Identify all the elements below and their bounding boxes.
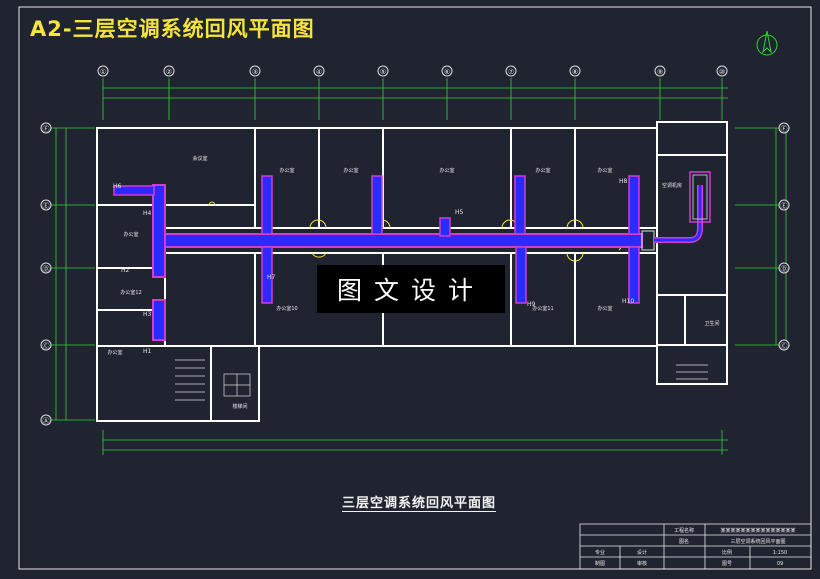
axis-top-9: ⑨ [657, 68, 663, 76]
axis-right-e: Ⓔ [781, 202, 788, 210]
tag-h7: H7 [267, 274, 276, 281]
room-label-office-10: 办公室10 [276, 305, 297, 312]
axis-left-f: Ⓕ [43, 125, 50, 133]
room-labels: 会议室 办公室 办公室 办公室 办公室 办公室 办公室 办公室12 办公室10 … [107, 155, 719, 410]
title-block-text: 工程名称 某某某某某某某某某某某某某某某 图名 三层空调系统回风平面图 专业 设… [595, 527, 796, 567]
tb-project-label: 工程名称 [674, 527, 694, 534]
tb-cell-scale: 比例 [722, 549, 732, 556]
axis-top-1: ① [100, 68, 106, 76]
room-label-office-e: 办公室 [597, 167, 612, 174]
tb-drawing-value: 三层空调系统回风平面图 [730, 538, 785, 545]
north-arrow-icon [756, 30, 778, 56]
watermark: 图文设计 [317, 265, 505, 313]
axis-left-e: Ⓔ [43, 202, 50, 210]
tag-h4: H4 [143, 210, 152, 217]
title-block [579, 523, 812, 570]
dimension-lines [46, 78, 790, 455]
tag-h5: H5 [455, 209, 464, 216]
tb-cell-major: 专业 [595, 549, 605, 556]
room-label-shaft: 空调机房 [662, 182, 682, 189]
tb-cell-review: 审核 [637, 560, 647, 567]
tb-cell-scale-value: 1:150 [773, 550, 787, 556]
axis-bubbles-right: Ⓕ Ⓔ Ⓓ Ⓒ [778, 122, 790, 351]
tag-h8: H8 [619, 178, 628, 185]
return-air-ducts [113, 171, 711, 341]
tag-h3: H3 [143, 311, 152, 318]
room-label-office-12: 办公室12 [120, 289, 141, 296]
room-label-office-h: 办公室 [107, 349, 122, 356]
axis-top-7: ⑦ [508, 68, 514, 76]
axis-top-6: ⑥ [444, 68, 450, 76]
tag-h10: H10 [622, 298, 634, 305]
axis-left-d: Ⓓ [43, 265, 50, 273]
axis-left-a: Ⓐ [43, 417, 50, 425]
axis-top-10: ⑩ [719, 68, 725, 76]
tb-project-value: 某某某某某某某某某某某某某某某 [720, 528, 795, 534]
room-label-stair: 楼梯间 [232, 403, 247, 410]
room-label-toilet: 卫生间 [704, 320, 719, 327]
axis-top-5: ⑤ [380, 68, 386, 76]
drawing-frame [18, 6, 812, 570]
axis-top-2: ② [166, 68, 172, 76]
tb-cell-no-value: 09 [777, 561, 783, 567]
sheet-title: A2-三层空调系统回风平面图 [30, 17, 315, 41]
tag-h9: H9 [527, 301, 536, 308]
room-label-office-d: 办公室 [535, 167, 550, 174]
room-label-office-11: 办公室11 [532, 305, 553, 312]
room-label-office-c: 办公室 [439, 167, 454, 174]
room-label-office-b: 办公室 [343, 167, 358, 174]
axis-left-c: Ⓒ [43, 342, 50, 350]
tb-drawing-label: 图名 [679, 538, 689, 545]
stair-symbol [175, 359, 708, 401]
tag-h6: H6 [113, 183, 122, 190]
axis-top-3: ③ [252, 68, 258, 76]
room-label-office-f: 办公室 [123, 231, 138, 238]
axis-right-f: Ⓕ [781, 125, 788, 133]
axis-right-d: Ⓓ [781, 265, 788, 273]
room-label-meeting: 会议室 [192, 155, 207, 162]
tb-cell-design: 设计 [637, 549, 647, 556]
axis-bubbles-top: ① ② ③ ④ ⑤ ⑥ ⑦ ⑧ ⑨ ⑩ [97, 65, 728, 77]
tb-cell-no: 图号 [722, 561, 732, 567]
tag-h2: H2 [121, 267, 130, 274]
axis-right-c: Ⓒ [781, 342, 788, 350]
axis-top-4: ④ [316, 68, 322, 76]
room-label-office-g: 办公室 [597, 305, 612, 312]
drawing-caption: 三层空调系统回风平面图 [342, 496, 497, 511]
tb-cell-draft: 制图 [595, 560, 605, 567]
axis-bubbles-left: Ⓕ Ⓔ Ⓓ Ⓒ Ⓐ [40, 122, 52, 426]
tag-h1: H1 [143, 348, 152, 355]
room-label-office-a: 办公室 [279, 167, 294, 174]
equipment-tags: H6 H4 H5 H8 H9 H1 H7 H3 H10 H2 [113, 178, 634, 355]
axis-top-8: ⑧ [572, 68, 578, 76]
